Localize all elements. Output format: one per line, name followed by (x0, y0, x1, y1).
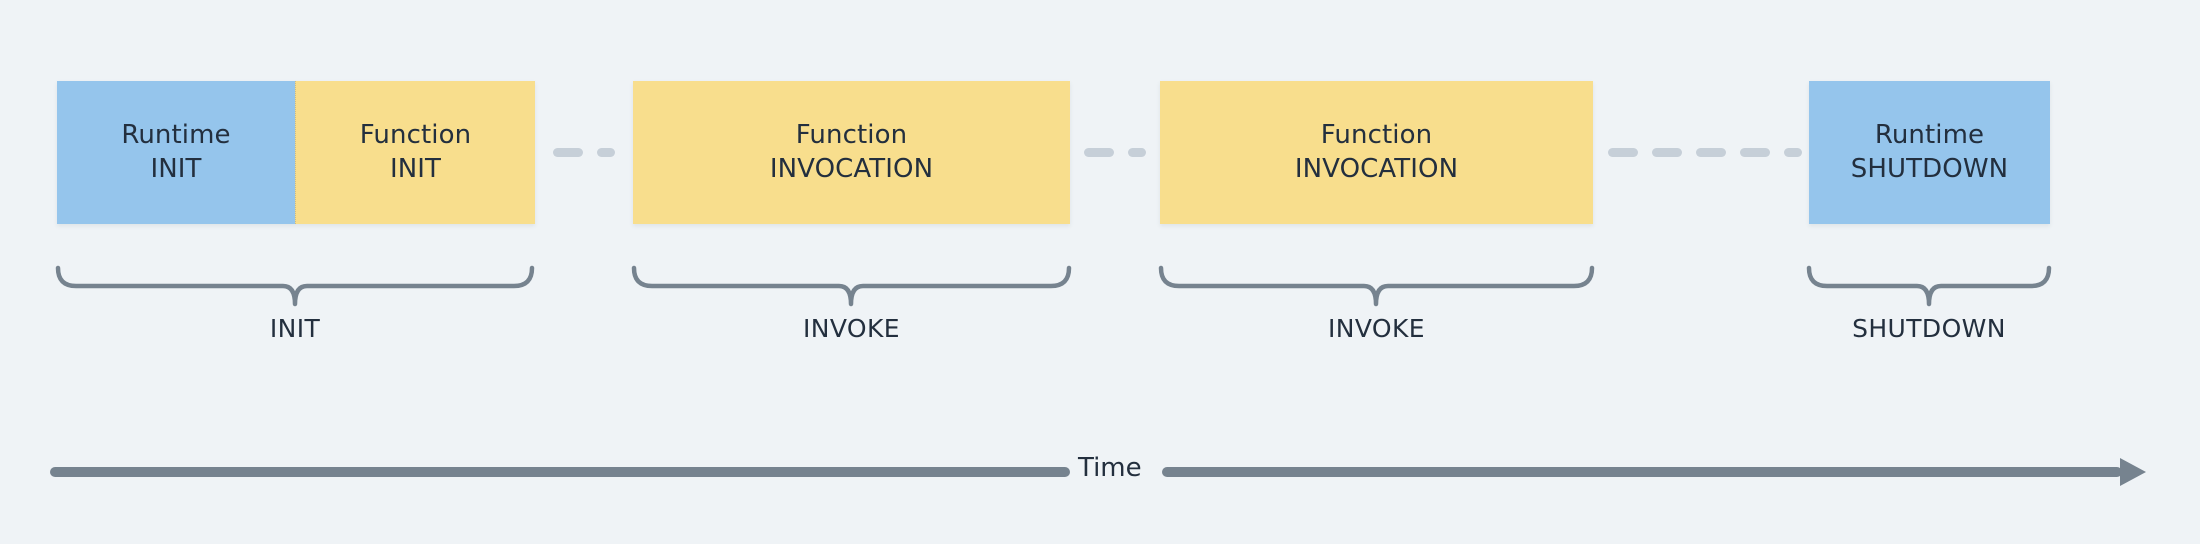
segment-line-2: SHUTDOWN (1850, 153, 2009, 184)
dash-segment (1695, 147, 1726, 157)
group-label-invoke-2: INVOKE (1327, 314, 1425, 343)
axis-arrowhead-icon (2120, 458, 2146, 486)
segment-line-2: INIT (389, 153, 442, 184)
dash-connector-init-to-invoke1 (535, 147, 633, 157)
curly-brace-icon (631, 265, 1072, 307)
dash-segment (1084, 147, 1114, 157)
dash-segment (1783, 147, 1802, 157)
phase-box-invoke-2: Function INVOCATION (1160, 81, 1593, 224)
segment-function-invocation-2: Function INVOCATION (1160, 81, 1593, 224)
dash-segment (597, 147, 615, 157)
time-axis: Time (0, 440, 2200, 510)
dash-segment (1739, 147, 1770, 157)
group-label-invoke-1: INVOKE (802, 314, 900, 343)
dash-segment (1128, 147, 1146, 157)
axis-line-left (50, 467, 1070, 477)
brace-group-shutdown: SHUTDOWN (1806, 265, 2052, 356)
segment-line-1: Function (1320, 120, 1433, 151)
segment-line-2: INVOCATION (769, 153, 934, 184)
curly-brace-icon (1158, 265, 1595, 307)
curly-brace-icon (1806, 265, 2052, 307)
group-label-shutdown: SHUTDOWN (1852, 314, 2006, 343)
segment-line-1: Runtime (121, 120, 231, 151)
phase-box-invoke-1: Function INVOCATION (633, 81, 1070, 224)
segment-function-init: Function INIT (295, 81, 535, 224)
segment-line-1: Function (795, 120, 908, 151)
dash-connector-invoke1-to-invoke2 (1070, 147, 1160, 157)
segment-line-1: Function (359, 120, 472, 151)
segment-runtime-init: Runtime INIT (57, 81, 295, 224)
group-label-init: INIT (269, 314, 321, 343)
brace-group-init: INIT (55, 265, 535, 356)
phase-box-init: Runtime INIT Function INIT (57, 81, 535, 224)
axis-label-time: Time (1078, 453, 1142, 483)
dash-connector-invoke2-to-shutdown (1600, 147, 1809, 157)
brace-group-invoke-2: INVOKE (1158, 265, 1595, 356)
segment-function-invocation-1: Function INVOCATION (633, 81, 1070, 224)
axis-line-right (1162, 467, 2122, 477)
dash-segment (1651, 147, 1682, 157)
curly-brace-icon (55, 265, 535, 307)
segment-line-2: INIT (150, 153, 202, 184)
segment-line-1: Runtime (1874, 120, 1985, 151)
phase-box-shutdown: Runtime SHUTDOWN (1809, 81, 2050, 224)
brace-group-invoke-1: INVOKE (631, 265, 1072, 356)
dash-segment (1607, 147, 1638, 157)
dash-segment (553, 147, 583, 157)
segment-runtime-shutdown: Runtime SHUTDOWN (1809, 81, 2050, 224)
segment-line-2: INVOCATION (1294, 153, 1459, 184)
